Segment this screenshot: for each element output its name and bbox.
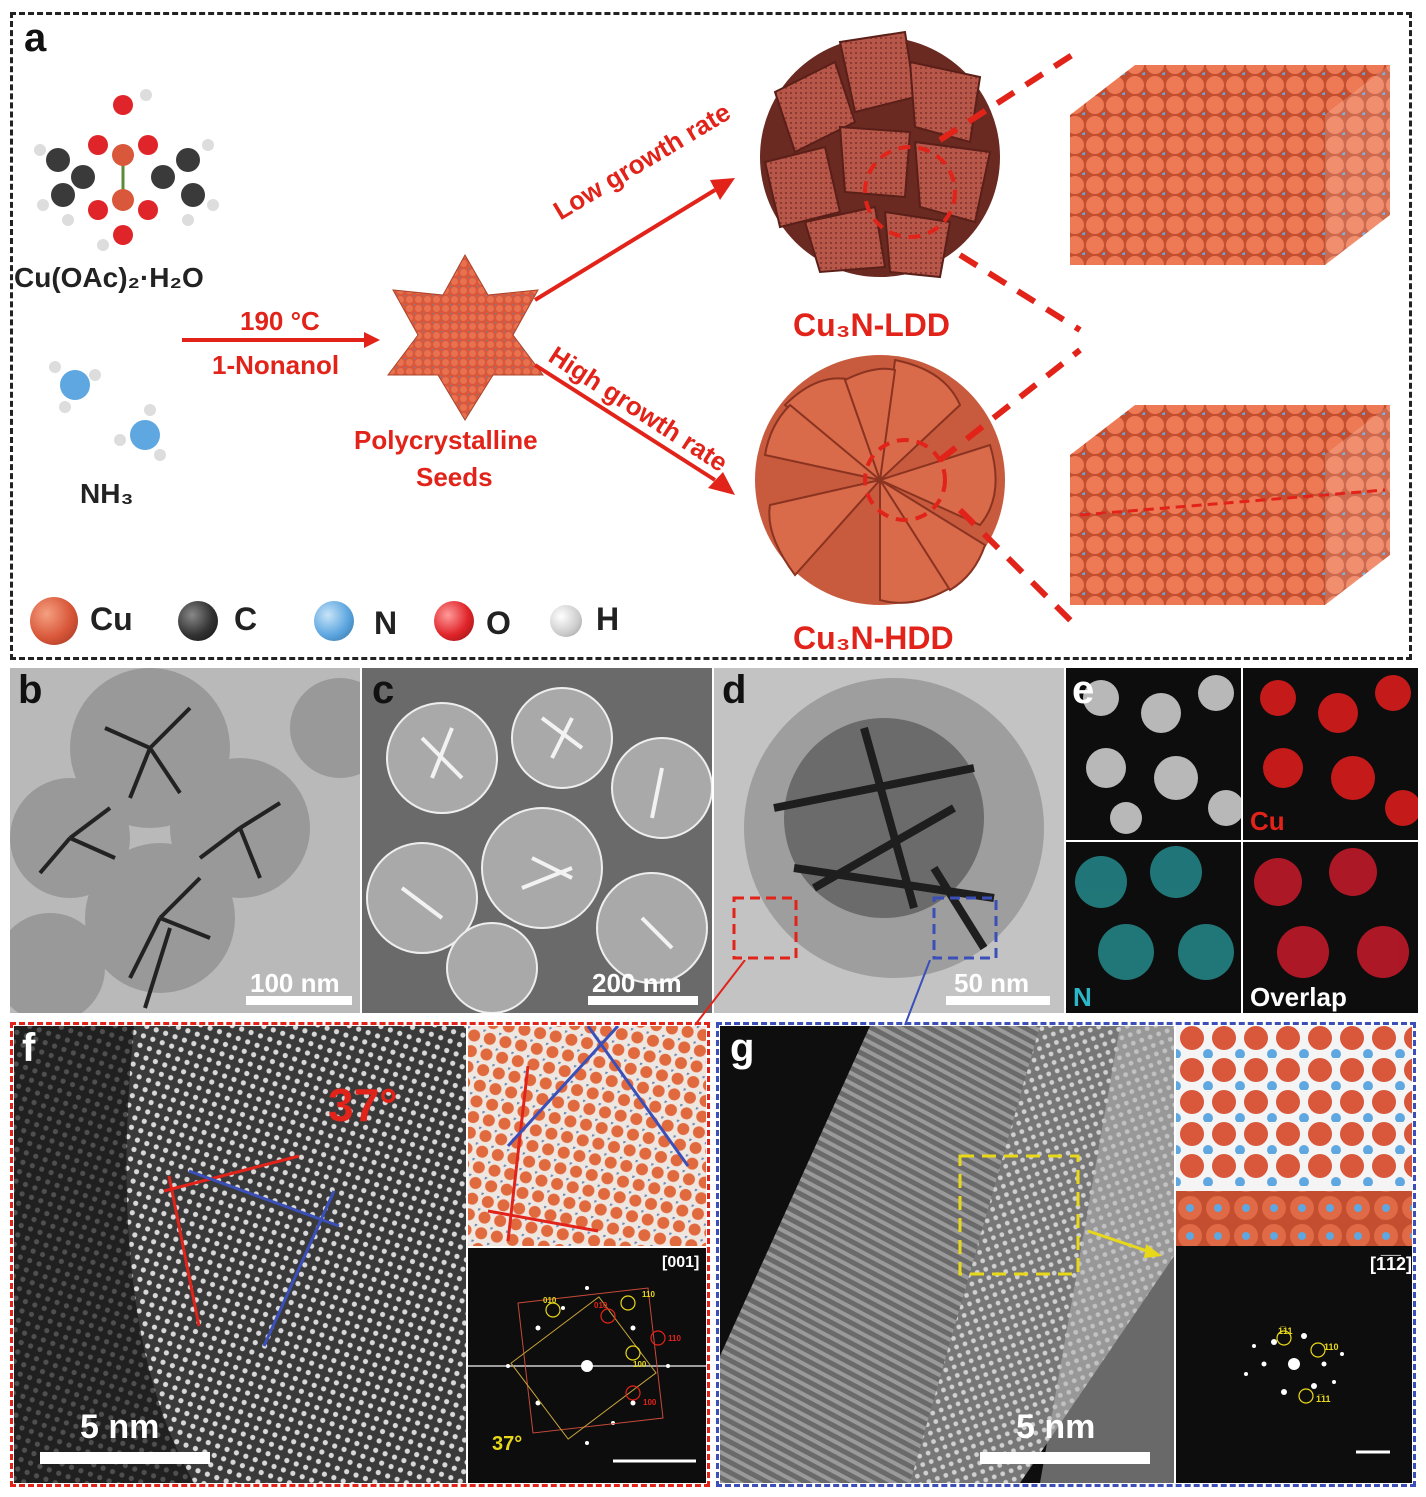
- cu3n-hdd-particle: [755, 355, 1005, 605]
- hdd-label: Cu₃N-HDD: [793, 620, 954, 656]
- hdd-crystal-model: [1070, 405, 1390, 605]
- seeds-label-2: Seeds: [416, 462, 493, 492]
- panel-f-fft-angle: 37°: [492, 1433, 523, 1455]
- atom-legend: Cu C N O H: [30, 595, 630, 645]
- panel-g-haadf-image: [720, 1026, 1174, 1483]
- copper-acetate-molecule: [34, 89, 219, 251]
- panel-b-tem-image: [10, 668, 360, 1013]
- panel-b-scale-bar: [246, 996, 352, 1005]
- legend-n-swatch: [314, 601, 354, 641]
- condition-temp: 190 °C: [240, 306, 320, 336]
- panel-f-atomic-model: [468, 1026, 706, 1246]
- panel-d-tem-image: [714, 668, 1064, 1013]
- panel-f-scale-label: 5 nm: [80, 1408, 160, 1446]
- panel-g-letter: g: [730, 1026, 755, 1070]
- polycrystalline-seed: [387, 253, 544, 421]
- fft-spot-110-red: 110: [668, 1334, 681, 1343]
- seeds-label-1: Polycrystalline: [354, 425, 538, 455]
- panel-f-fft: [468, 1248, 706, 1483]
- panel-c-letter: c: [372, 668, 395, 712]
- panel-c-scale-bar: [588, 996, 698, 1005]
- panel-b-letter: b: [18, 668, 43, 712]
- legend-cu-swatch: [30, 597, 78, 645]
- ammonia-label: NH₃: [80, 478, 134, 509]
- cu3n-ldd-particle: [760, 30, 1000, 279]
- panel-e-eds-overlap: [1243, 842, 1418, 1013]
- panel-b-scale-label: 100 nm: [250, 968, 340, 998]
- eds-n-label: N: [1073, 982, 1092, 1012]
- fft-spot-100-red: 100: [643, 1398, 657, 1407]
- panel-c-sem-image: [362, 668, 712, 1013]
- growth-arrows: [533, 178, 735, 495]
- eds-cu-label: Cu: [1250, 806, 1285, 836]
- panel-g-zone-axis: [1̅1̅2]: [1370, 1254, 1413, 1274]
- panel-c-scale-label: 200 nm: [592, 968, 682, 998]
- panel-d-scale-label: 50 nm: [954, 968, 1030, 998]
- panel-f-scale-bar: [40, 1452, 210, 1464]
- panel-g-frame: [716, 1022, 1416, 1487]
- zoom-connectors: [694, 960, 931, 1026]
- panel-f-zone-axis: [001]: [662, 1254, 700, 1271]
- fft-spot-010: 010: [543, 1296, 557, 1305]
- condition-solvent: 1-Nonanol: [212, 350, 340, 380]
- panel-a-letter: a: [24, 16, 47, 60]
- fft-spot-010-red: 010: [594, 1301, 608, 1310]
- ammonia-molecules: [49, 361, 166, 461]
- panel-e-eds-cu: [1243, 668, 1418, 840]
- panel-f-haadf-image: [14, 1026, 466, 1483]
- fft-spot-110: 110: [642, 1290, 655, 1299]
- fft-spot-g1: 1̅11: [1278, 1326, 1293, 1336]
- legend-c-swatch: [178, 601, 218, 641]
- fft-spot-g3: 1̅11: [1316, 1394, 1331, 1404]
- condition-arrow: [182, 332, 380, 348]
- panel-f-angle: 37°: [328, 1079, 398, 1131]
- panel-g-fft-main: [1176, 1246, 1412, 1483]
- eds-overlap-label: Overlap: [1250, 982, 1347, 1012]
- panel-a: [10, 12, 1412, 660]
- panel-e-letter: e: [1072, 668, 1095, 712]
- ldd-crystal-model: [1070, 65, 1390, 265]
- panel-f-frame: [10, 1022, 710, 1487]
- legend-cu-label: Cu: [90, 601, 133, 637]
- panel-f-letter: f: [22, 1026, 36, 1070]
- ldd-label: Cu₃N-LDD: [793, 307, 950, 343]
- legend-o-swatch: [434, 601, 474, 641]
- fft-spot-100: 100: [633, 1360, 647, 1369]
- legend-c-label: C: [234, 601, 258, 637]
- legend-o-label: O: [486, 605, 511, 641]
- panel-d-scale-bar: [946, 996, 1050, 1005]
- fft-spot-g2: 110: [1324, 1342, 1339, 1352]
- panel-e-eds-haadf: [1066, 668, 1241, 840]
- precursor-label: Cu(OAc)₂·H₂O: [14, 262, 204, 293]
- panel-g-scale-bar: [980, 1452, 1150, 1464]
- panel-d-letter: d: [722, 668, 747, 712]
- zoom-lines: [938, 47, 1083, 633]
- legend-h-swatch: [550, 605, 582, 637]
- panel-e-eds-n: [1066, 842, 1241, 1013]
- legend-h-label: H: [596, 601, 620, 637]
- panel-g-scale-label: 5 nm: [1016, 1408, 1096, 1446]
- legend-n-label: N: [374, 605, 398, 641]
